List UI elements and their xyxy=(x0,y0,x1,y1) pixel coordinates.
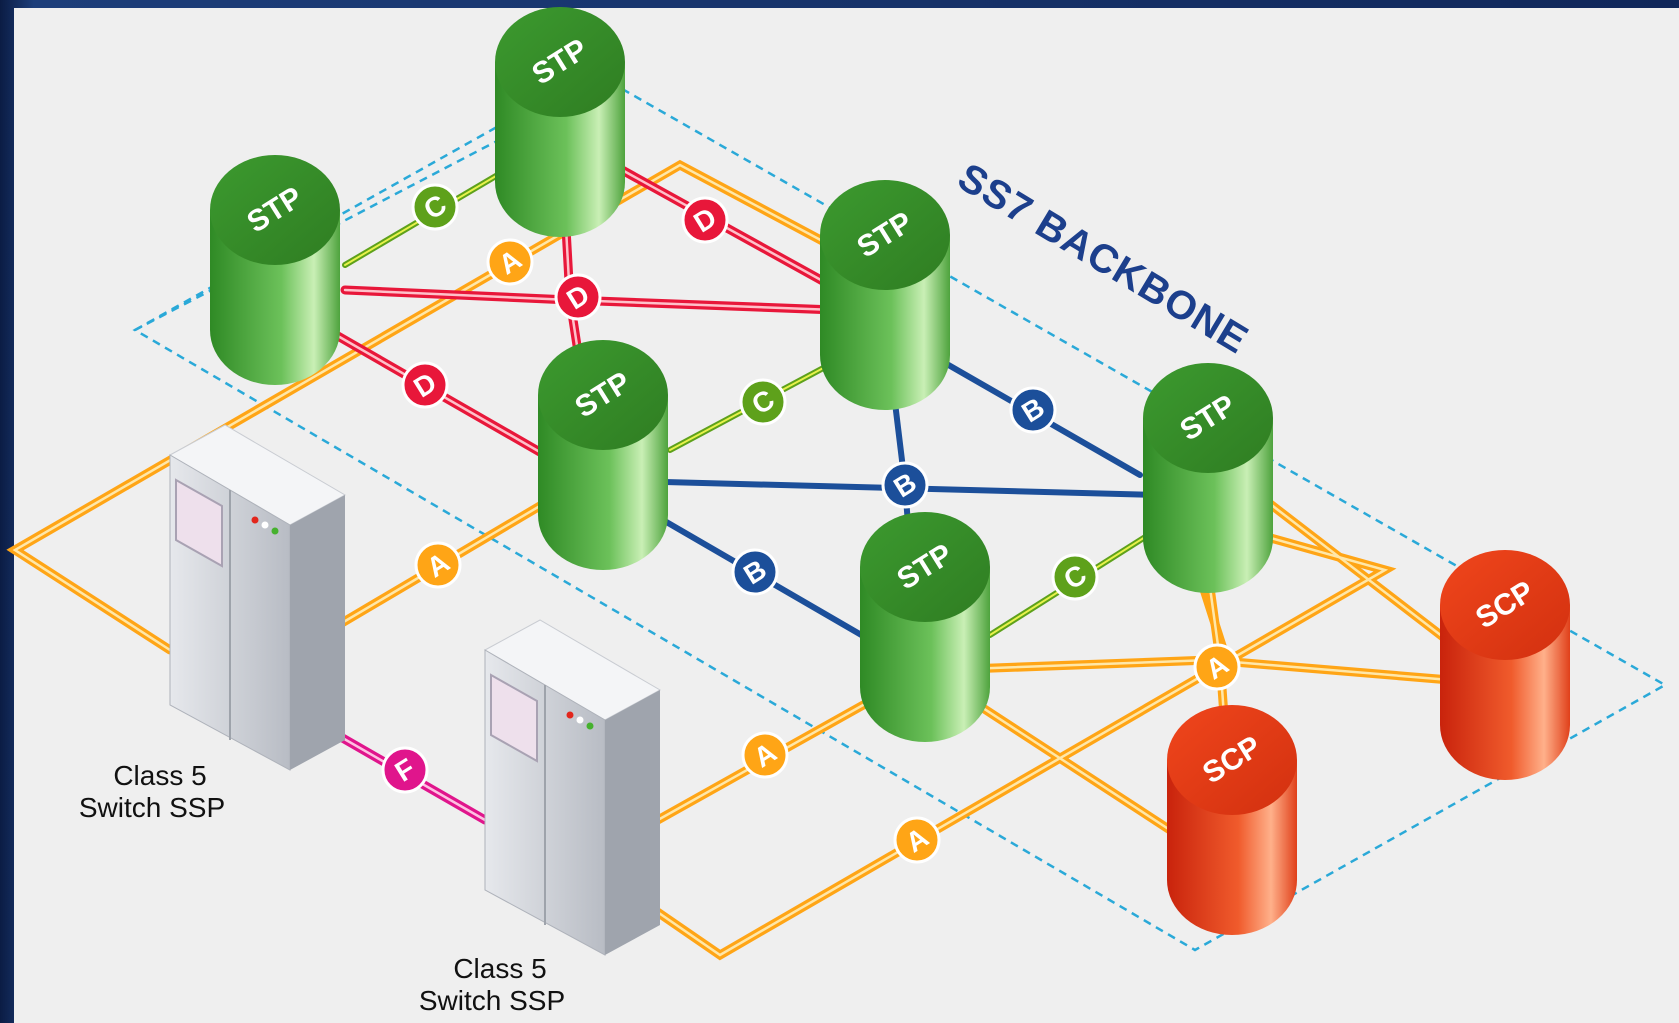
badge-circle xyxy=(1193,643,1241,691)
cylinder-top xyxy=(495,7,625,117)
link-badge-a: A xyxy=(1193,643,1241,691)
badge-circle xyxy=(414,541,462,589)
link-badge-a: A xyxy=(414,541,462,589)
ssp-2-caption-line2: Switch SSP xyxy=(419,985,565,1016)
cylinder-top xyxy=(860,512,990,622)
badge-circle xyxy=(893,816,941,864)
badge-circle xyxy=(486,238,534,286)
badge-circle xyxy=(411,183,459,231)
nodes-layer: STP STP STP STP STP STP SCP SCP xyxy=(210,7,1570,935)
link-badge-d: D xyxy=(681,196,729,244)
badge-circle xyxy=(739,378,787,426)
badge-circle xyxy=(1009,386,1057,434)
stp-node-stp4[interactable]: STP xyxy=(538,340,668,570)
link-badge-c: C xyxy=(1051,553,1099,601)
badge-circle xyxy=(881,461,929,509)
ssp-1-caption-line1: Class 5 xyxy=(113,760,206,791)
cylinder-top xyxy=(210,155,340,265)
badge-circle xyxy=(1051,553,1099,601)
link-badge-f: F xyxy=(381,746,429,794)
link-badge-c: C xyxy=(739,378,787,426)
link-badge-a: A xyxy=(893,816,941,864)
backbone-boundary xyxy=(132,80,1668,952)
badge-circle xyxy=(681,196,729,244)
badge-circle xyxy=(741,731,789,779)
link-badge-b: B xyxy=(881,461,929,509)
ssp-switch-1[interactable] xyxy=(168,424,347,771)
link-badge-d: D xyxy=(401,361,449,409)
link-badge-a: A xyxy=(486,238,534,286)
link-badge-b: B xyxy=(1009,386,1057,434)
badge-circle xyxy=(381,746,429,794)
stp-node-stp1[interactable]: STP xyxy=(495,7,625,237)
ssp-2-caption-line1: Class 5 xyxy=(453,953,546,984)
link-badge-a: A xyxy=(741,731,789,779)
stp-node-stp2[interactable]: STP xyxy=(210,155,340,385)
scp-node-scp1[interactable]: SCP xyxy=(1440,550,1570,780)
link-badge-c: C xyxy=(411,183,459,231)
scp-node-scp2[interactable]: SCP xyxy=(1167,705,1297,935)
badge-circle xyxy=(731,548,779,596)
badge-circle xyxy=(554,273,602,321)
stp-node-stp3[interactable]: STP xyxy=(820,180,950,410)
link-badge-b: B xyxy=(731,548,779,596)
link-badge-d: D xyxy=(554,273,602,321)
ssp-1-caption-line2: Switch SSP xyxy=(79,792,225,823)
cylinder-top xyxy=(1143,363,1273,473)
cylinder-top xyxy=(538,340,668,450)
cylinder-top xyxy=(820,180,950,290)
cylinder-top xyxy=(1167,705,1297,815)
ssp-switch-2[interactable] xyxy=(483,619,662,956)
cylinder-top xyxy=(1440,550,1570,660)
badge-circle xyxy=(401,361,449,409)
stp-node-stp5[interactable]: STP xyxy=(1143,363,1273,593)
stp-node-stp6[interactable]: STP xyxy=(860,512,990,742)
